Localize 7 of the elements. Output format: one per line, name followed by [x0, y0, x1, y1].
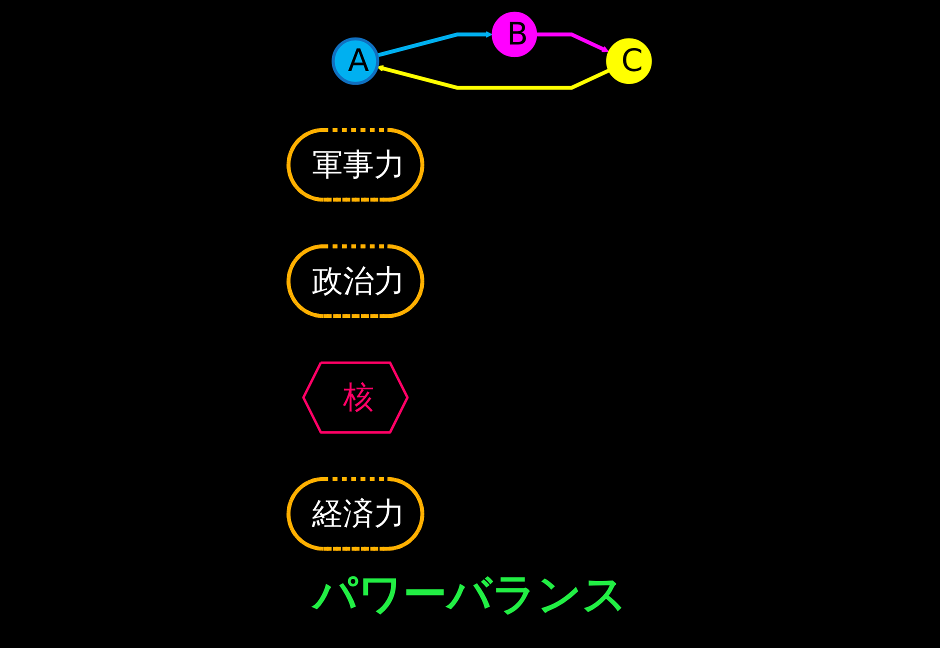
node-circle: A — [332, 37, 380, 85]
node-circle: C — [606, 38, 652, 84]
diagram-label: パワーバランス — [310, 568, 628, 622]
arrow — [376, 31, 492, 58]
node-circle: B — [492, 12, 538, 58]
arrow — [376, 65, 610, 90]
arrow — [536, 32, 609, 52]
